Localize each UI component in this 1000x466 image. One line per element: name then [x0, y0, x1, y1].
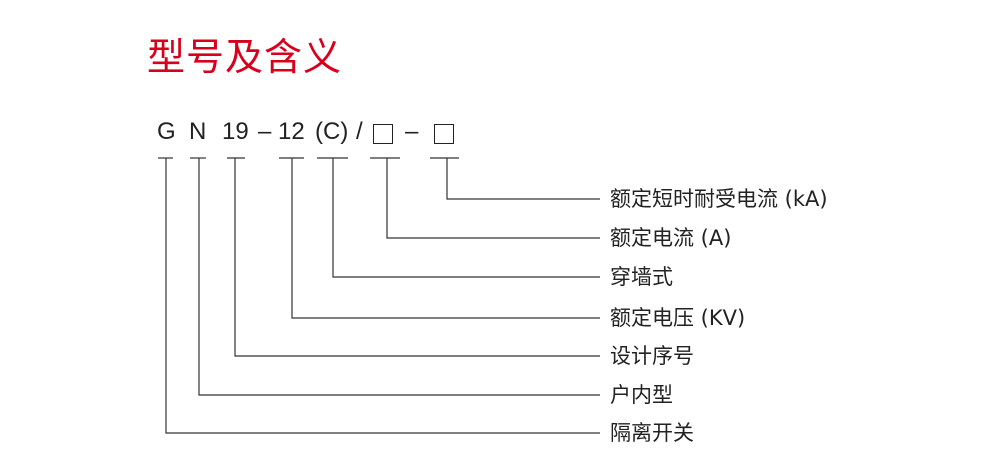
code-dash-2: – — [405, 118, 419, 145]
code-dash-1: – — [258, 118, 272, 145]
code-g: G — [157, 118, 176, 145]
label-indoor: 户内型 — [610, 383, 673, 407]
page-title: 型号及含义 — [147, 35, 343, 79]
leader-type — [332, 158, 600, 278]
code-slash: / — [356, 118, 363, 145]
label-wall-type: 穿墙式 — [610, 265, 673, 289]
label-rated-current: 额定电流 (A) — [610, 226, 732, 250]
label-short-time-current: 额定短时耐受电流 (kA) — [610, 187, 828, 211]
placeholder-box-short-time — [434, 124, 454, 144]
code-voltage: 12 — [278, 118, 305, 145]
label-disconnector: 隔离开关 — [610, 421, 694, 445]
leader-voltage — [291, 158, 600, 319]
code-n: N — [189, 118, 207, 145]
leader-g — [165, 158, 600, 434]
code-type: (C) — [315, 118, 349, 145]
code-seq: 19 — [222, 118, 249, 145]
leader-short-time — [446, 158, 600, 200]
leader-current — [386, 158, 600, 239]
placeholder-box-current — [373, 124, 393, 144]
label-rated-voltage: 额定电压 (KV) — [610, 306, 746, 330]
label-design-seq: 设计序号 — [610, 344, 694, 368]
leader-seq — [234, 158, 600, 357]
leader-n — [198, 158, 600, 396]
